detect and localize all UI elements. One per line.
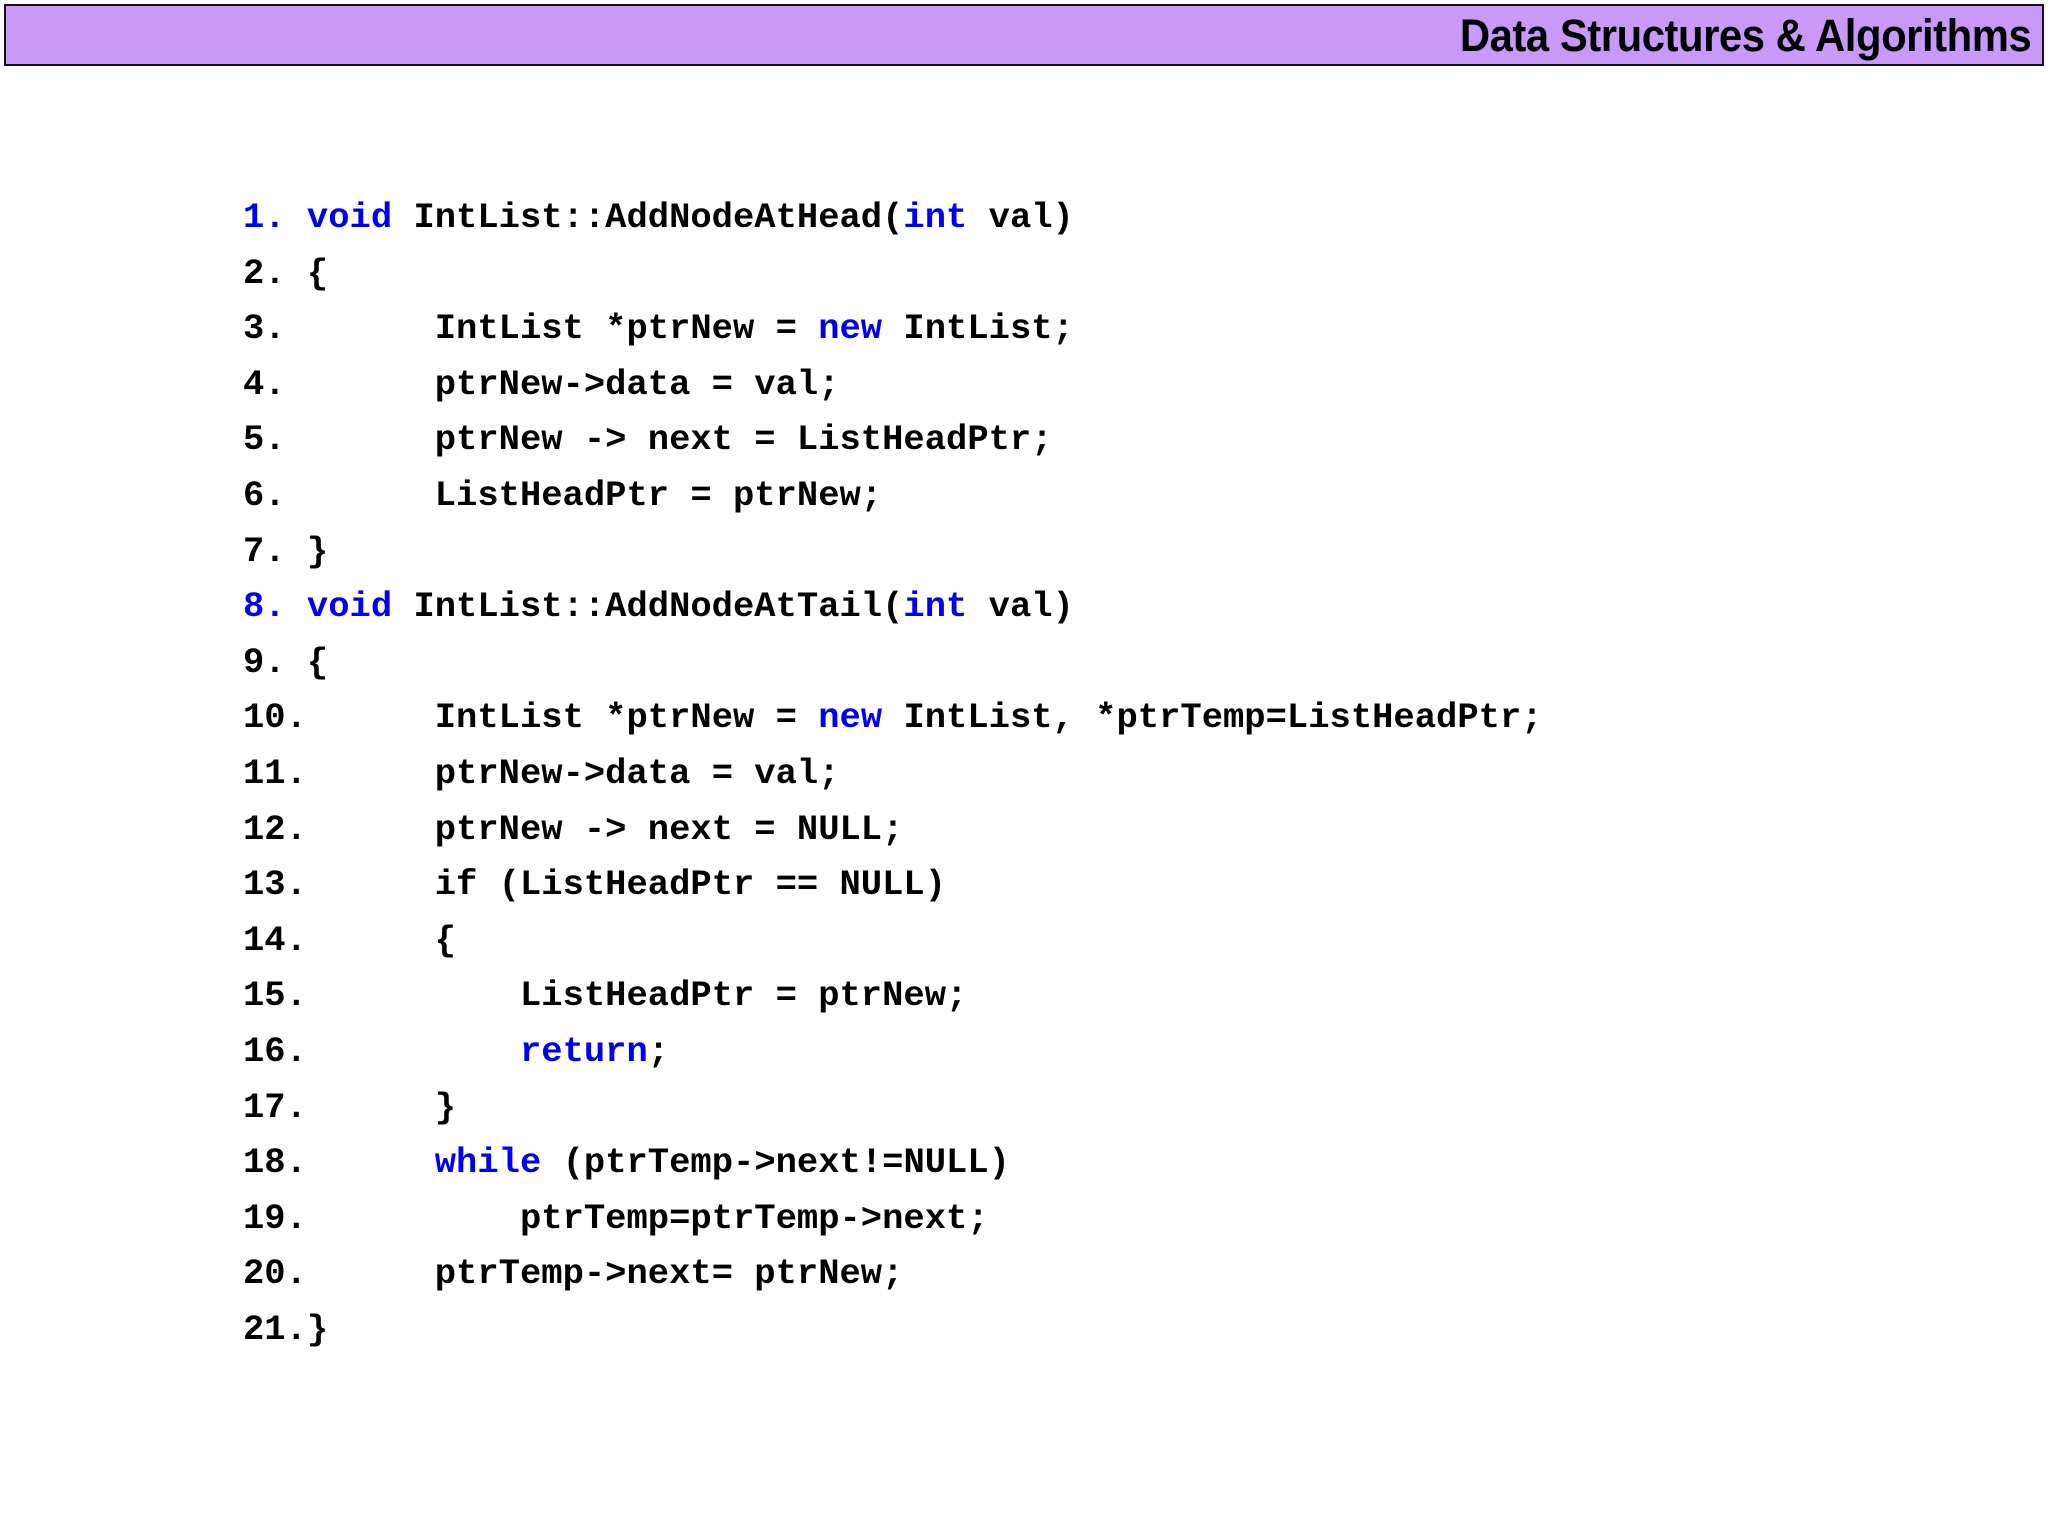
code-token: (ptrTemp->next!=NULL) [541,1142,1010,1184]
code-token: ptrTemp=ptrTemp->next; [306,1197,989,1239]
code-token: while [434,1142,542,1184]
code-line-number: 5. [243,419,286,461]
code-token: { [306,919,457,961]
code-line: 12. ptrNew -> next = NULL; [243,802,2003,858]
code-line: 11. ptrNew->data = val; [243,746,2003,802]
code-token: val) [967,197,1074,238]
code-token: ; [647,1030,670,1072]
code-line: 21.} [243,1302,2003,1358]
code-line-number: 10. [243,697,307,739]
code-token: int [903,197,968,238]
code-line: 20. ptrTemp->next= ptrNew; [243,1246,2003,1302]
code-line-number: 15. [243,975,307,1017]
code-token: IntList::AddNodeAtHead( [413,197,904,238]
code-token: ListHeadPtr = ptrNew; [285,474,883,516]
code-token: int [903,586,968,628]
code-token: val) [967,586,1074,628]
code-token: ListHeadPtr = ptrNew; [306,975,968,1017]
code-token: IntList *ptrNew = [306,697,819,739]
code-token: return [519,1030,648,1072]
code-line-number: 14. [243,919,307,961]
code-token: new [818,697,883,739]
code-line: 14. { [243,913,2003,969]
code-token [307,1031,520,1072]
code-line-number: 13. [243,864,307,906]
code-token: ptrNew->data = val; [306,752,840,794]
code-token: if (ListHeadPtr == NULL) [306,864,947,906]
code-token: ptrNew -> next = NULL; [306,808,904,850]
code-line: 7. } [243,524,2003,580]
code-line: 6. ListHeadPtr = ptrNew; [243,468,2003,524]
code-line: 5. ptrNew -> next = ListHeadPtr; [243,412,2003,468]
code-token: ptrTemp->next= ptrNew; [306,1253,904,1295]
code-token: new [818,308,883,350]
code-line-number: 8. [243,586,286,628]
code-line-number: 17. [243,1086,307,1128]
code-line-number: 3. [243,308,286,350]
page-title: Data Structures & Algorithms [1459,9,2031,61]
code-listing: 1. void IntList::AddNodeAtHead(int val)2… [243,190,2003,1357]
code-line-number: 6. [243,474,286,516]
code-token: void [285,586,414,628]
code-token: IntList::AddNodeAtTail( [413,586,904,628]
code-line-number: 21. [243,1308,307,1350]
code-line-number: 16. [243,1030,307,1072]
slide-header-banner: Data Structures & Algorithms [4,4,2044,66]
code-line: 4. ptrNew->data = val; [243,357,2003,413]
code-line-number: 4. [243,363,286,405]
code-line-number: 19. [243,1197,307,1239]
code-line-number: 9. [243,641,286,683]
code-line: 9. { [243,635,2003,691]
code-line: 3. IntList *ptrNew = new IntList; [243,301,2003,357]
code-line-number: 7. [243,530,286,572]
code-line: 2. { [243,246,2003,302]
code-line: 19. ptrTemp=ptrTemp->next; [243,1191,2003,1247]
code-token: { [285,252,329,294]
code-token: } [306,1086,457,1128]
code-line: 18. while (ptrTemp->next!=NULL) [243,1135,2003,1191]
code-token: IntList; [882,308,1074,350]
code-line-number: 18. [243,1142,307,1184]
code-line: 8. void IntList::AddNodeAtTail(int val) [243,579,2003,635]
code-token: { [285,641,329,683]
code-line-number: 11. [243,752,307,794]
code-line: 16. return; [243,1024,2003,1080]
code-line-number: 1. [243,197,286,238]
code-line-number: 12. [243,808,307,850]
code-token: } [285,530,329,572]
code-token: IntList, *ptrTemp=ListHeadPtr; [882,697,1543,739]
code-token: ptrNew->data = val; [285,363,840,405]
code-token: void [285,197,414,238]
code-line: 15. ListHeadPtr = ptrNew; [243,968,2003,1024]
code-line: 1. void IntList::AddNodeAtHead(int val) [243,190,2003,246]
code-token [307,1142,435,1183]
code-token: ptrNew -> next = ListHeadPtr; [285,419,1053,461]
code-line: 17. } [243,1080,2003,1136]
code-line: 13. if (ListHeadPtr == NULL) [243,857,2003,913]
code-line: 10. IntList *ptrNew = new IntList, *ptrT… [243,690,2003,746]
code-token: } [306,1308,329,1350]
code-line-number: 2. [243,252,286,294]
code-token: IntList *ptrNew = [285,308,819,350]
code-line-number: 20. [243,1253,307,1295]
